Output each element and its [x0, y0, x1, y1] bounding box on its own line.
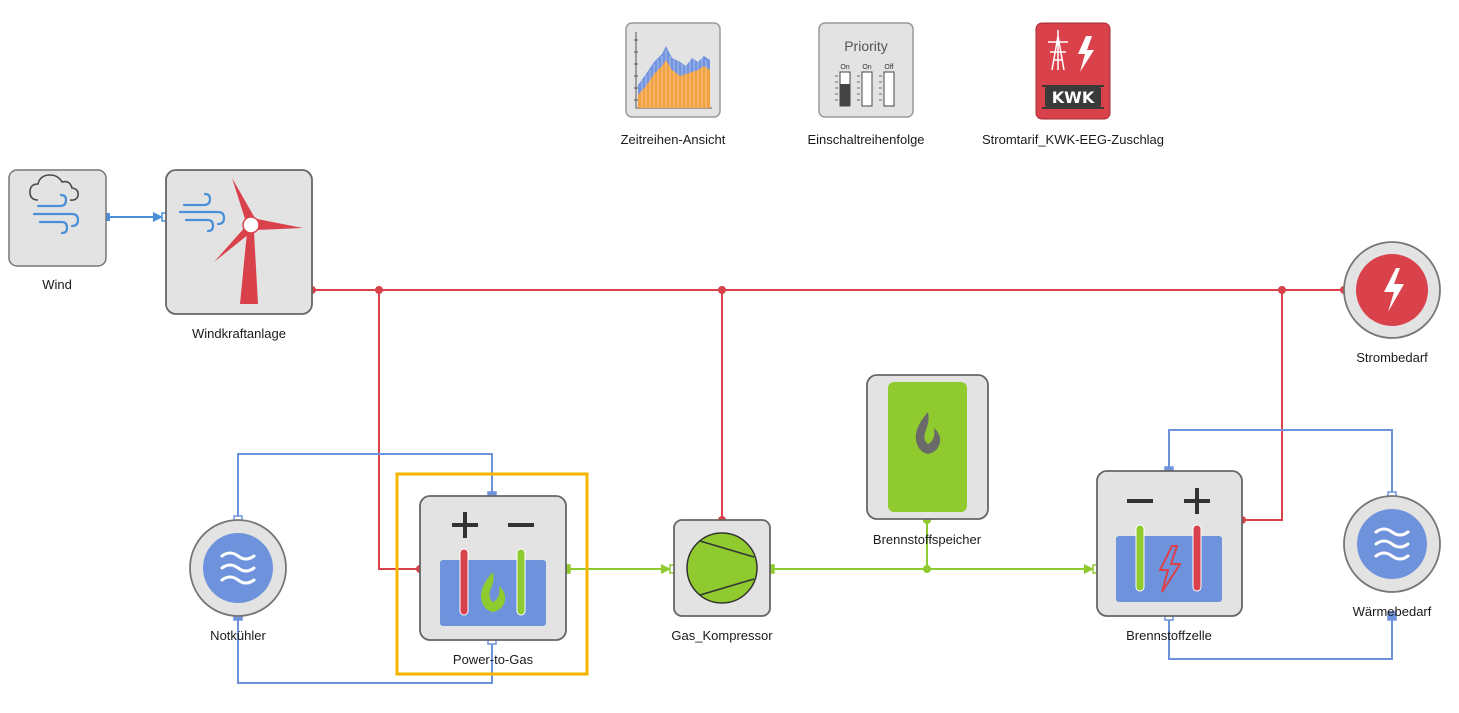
- wind-icon: [178, 192, 226, 233]
- priority-switches-icon: [835, 71, 895, 107]
- timeseries-view-label: Zeitreihen-Ansicht: [620, 132, 726, 147]
- heat-line-cooler-return: [237, 616, 493, 684]
- kwk-badge-icon: [1042, 82, 1104, 112]
- wind-label: Wind: [42, 277, 72, 292]
- heat-line-fuel-cell-to-demand: [1168, 429, 1393, 496]
- tariff-label: Stromtarif_KWK-EEG-Zuschlag: [981, 132, 1165, 147]
- power-to-gas-label: Power-to-Gas: [452, 652, 534, 667]
- wind-turbine-block[interactable]: [165, 169, 313, 315]
- fuel-storage-label: Brennstoffspeicher: [872, 532, 982, 547]
- gas-compressor-block[interactable]: [673, 519, 771, 617]
- tariff-block[interactable]: [1035, 22, 1111, 120]
- timeseries-chart-icon: [634, 32, 712, 109]
- kwk-badge-text: KWK: [1052, 88, 1095, 107]
- lightning-icon: [1078, 36, 1094, 72]
- gas-ports: [561, 516, 1102, 574]
- cathode-icon: [459, 548, 469, 616]
- turbine-rotor-icon: [214, 178, 303, 304]
- weather-line[interactable]: [102, 212, 171, 222]
- electric-line-fuel-cell: [1242, 290, 1283, 521]
- heat-demand-block[interactable]: [1343, 495, 1441, 593]
- emergency-cooler-label: Notkühler: [210, 628, 266, 643]
- timeseries-view-block[interactable]: [625, 22, 721, 118]
- priority-switch-label: On: [862, 64, 871, 71]
- heat-waves-icon: [220, 551, 256, 585]
- power-demand-label: Strombedarf: [1356, 350, 1428, 365]
- emergency-cooler-block[interactable]: [189, 519, 287, 617]
- fuel-storage-block[interactable]: [866, 374, 989, 520]
- priority-switch-label: Off: [884, 64, 893, 71]
- plus-minus-icon: [452, 512, 534, 538]
- wind-block[interactable]: [8, 169, 107, 267]
- flame-icon: [480, 572, 506, 612]
- wind-icon: [32, 193, 80, 235]
- lightning-icon: [1158, 545, 1182, 593]
- cathode-icon: [1192, 524, 1202, 592]
- power-to-gas-block[interactable]: [419, 495, 567, 641]
- priority-switch-label: On: [840, 64, 849, 71]
- fuel-cell-block[interactable]: [1096, 470, 1243, 617]
- priority-title: Priority: [844, 38, 888, 54]
- heat-waves-icon: [1374, 527, 1410, 561]
- electric-line-power-to-gas: [378, 290, 420, 570]
- priority-block[interactable]: [818, 22, 914, 118]
- flame-icon: [915, 412, 941, 454]
- lightning-icon: [1384, 268, 1404, 312]
- cloud-icon: [29, 174, 79, 201]
- compressor-icon: [686, 532, 758, 604]
- power-demand-block[interactable]: [1343, 241, 1441, 339]
- heat-line-demand-return: [1168, 616, 1393, 660]
- selection-frame: [395, 472, 589, 676]
- anode-icon: [1135, 524, 1145, 592]
- heat-demand-label: Wärmebedarf: [1352, 604, 1432, 619]
- electric-lines[interactable]: [312, 289, 1344, 570]
- power-pylon-icon: [1048, 30, 1068, 71]
- wind-turbine-label: Windkraftanlage: [192, 326, 286, 341]
- minus-plus-icon: [1127, 488, 1210, 514]
- anode-icon: [516, 548, 526, 616]
- gas-compressor-label: Gas_Kompressor: [671, 628, 773, 643]
- priority-label: Einschaltreihenfolge: [807, 132, 925, 147]
- gas-lines[interactable]: [566, 520, 1094, 574]
- fuel-cell-label: Brennstoffzelle: [1126, 628, 1212, 643]
